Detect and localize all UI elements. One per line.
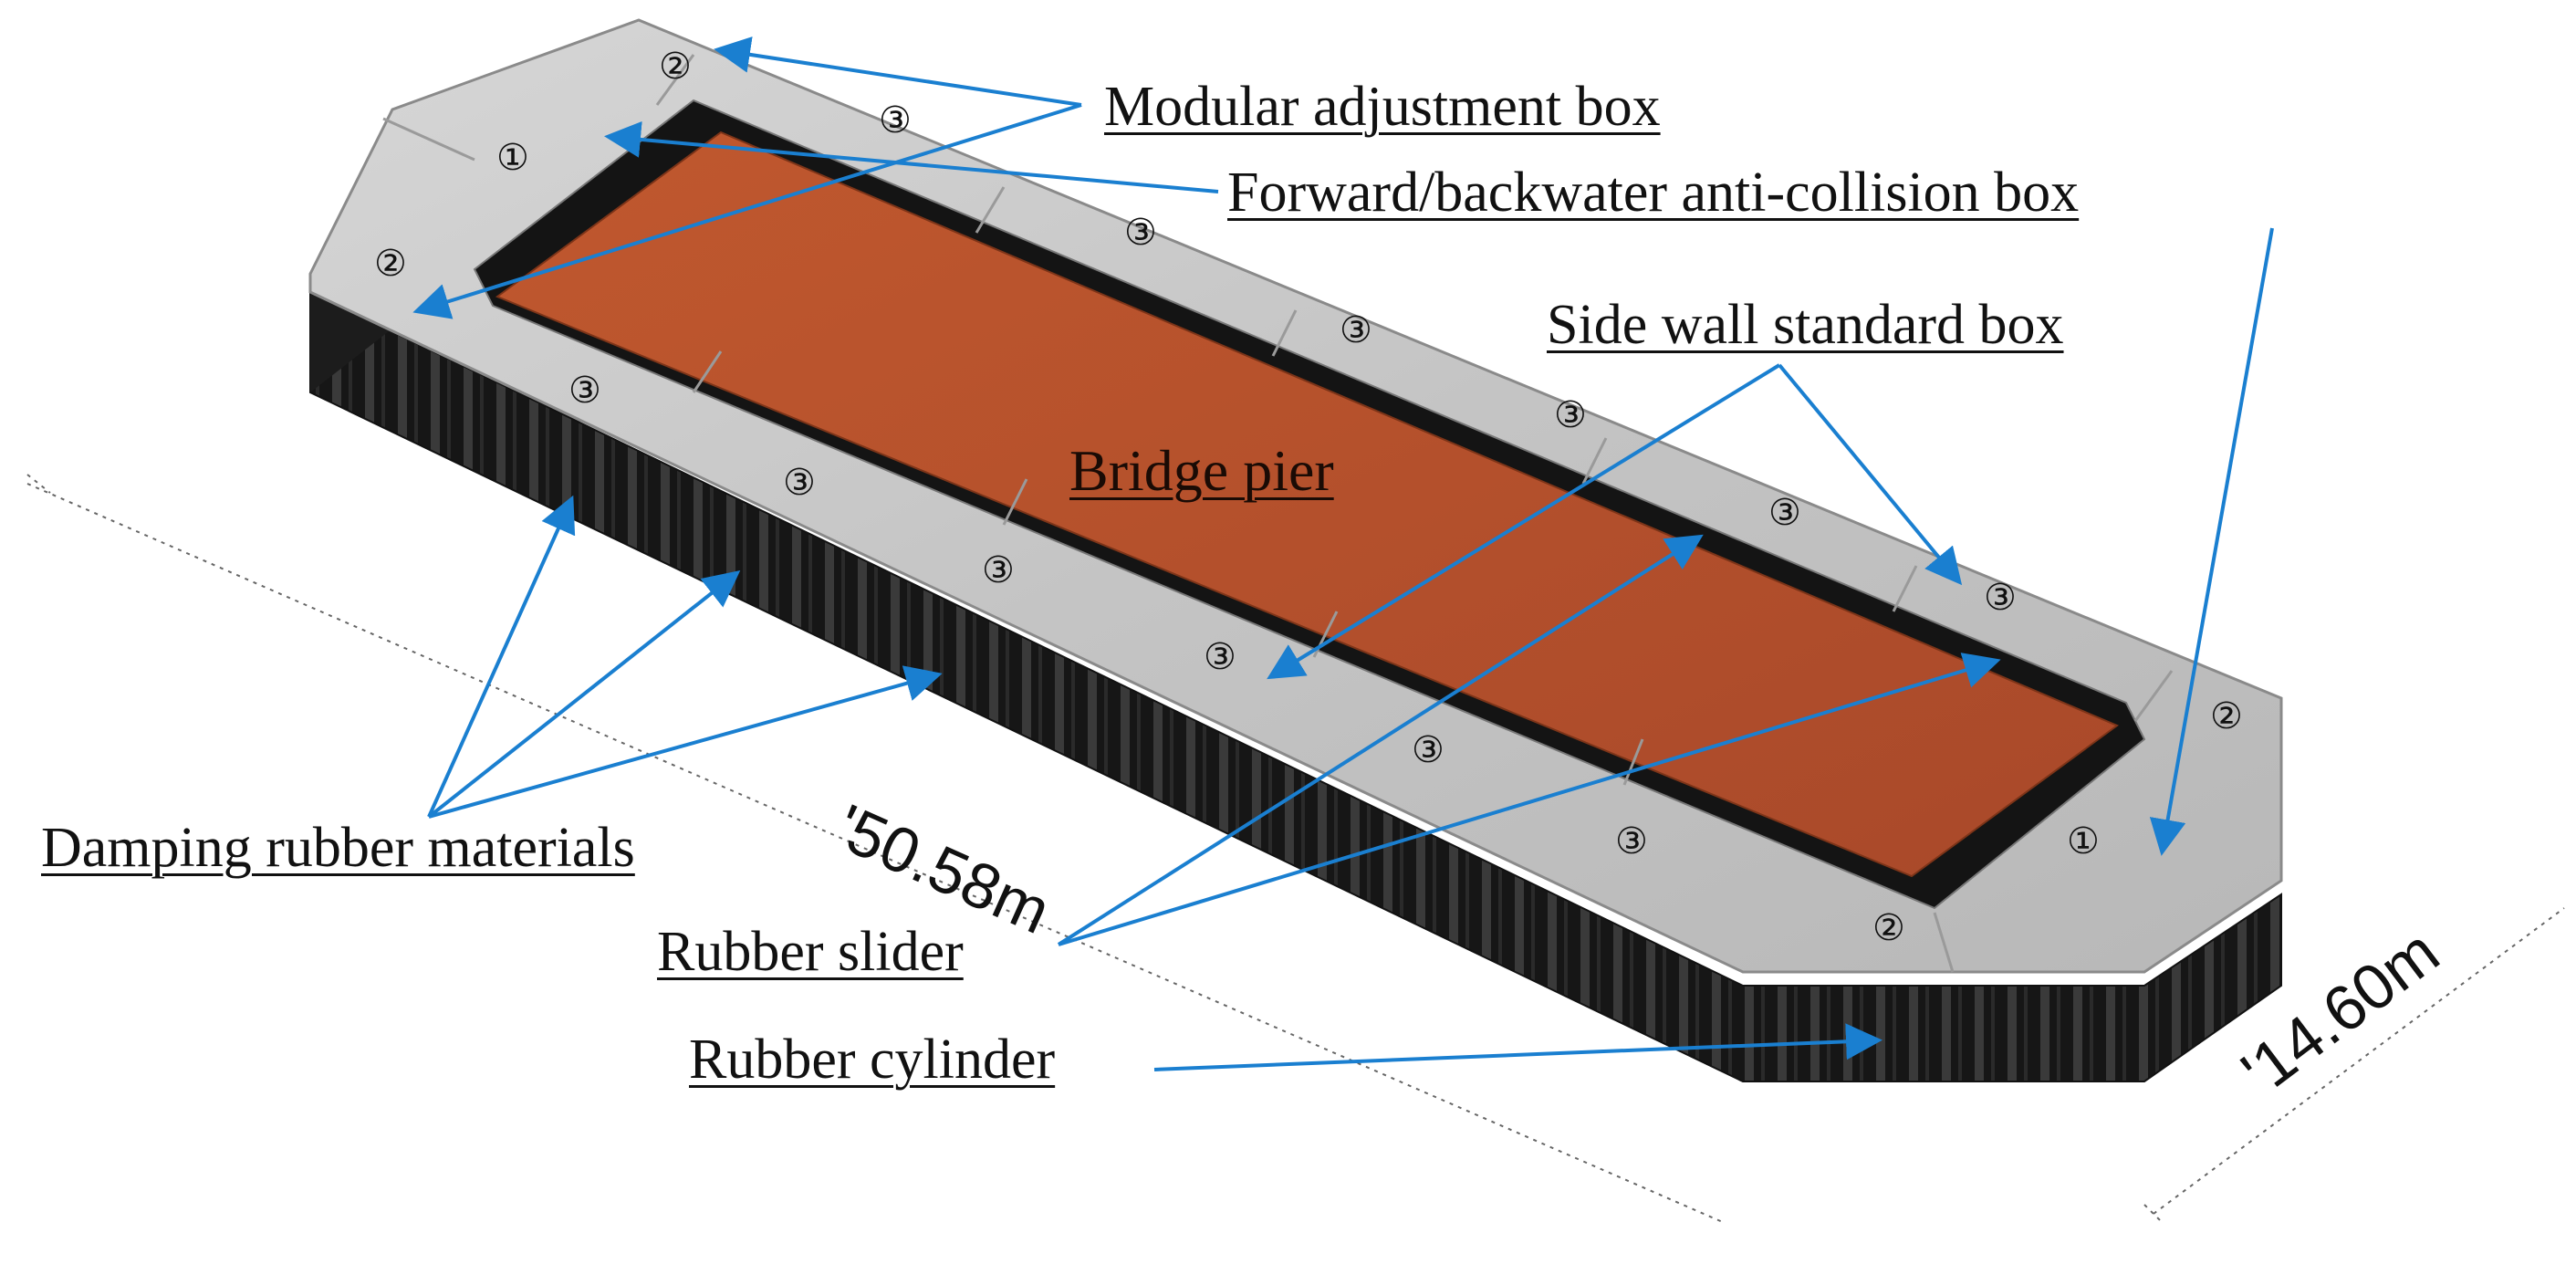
label-bridge-pier: Bridge pier [1069, 438, 1334, 503]
arrow-modular-1 [714, 37, 1082, 107]
marker-type1: ① [2067, 820, 2100, 862]
label-damping-rubber-materials: Damping rubber materials [41, 817, 635, 879]
label-modular-adjustment-box: Modular adjustment box [1104, 76, 1661, 138]
arrow-modular-2 [412, 103, 1082, 319]
bridge-pier-shape [495, 131, 2120, 878]
label-rubber-slider: Rubber slider [657, 921, 964, 983]
marker-type3: ③ [783, 462, 816, 504]
marker-type3: ③ [568, 370, 601, 412]
annotation-arrows [412, 37, 2274, 1071]
arrow-damping-3 [428, 665, 943, 819]
width-dimension-line [2143, 907, 2565, 1224]
marker-type3: ③ [1204, 636, 1236, 678]
arrow-damping-1 [427, 495, 576, 818]
length-dimension-line [26, 474, 1726, 1224]
arrow-slider-1 [1057, 534, 1704, 946]
marker-type3: ③ [1412, 729, 1444, 771]
arrow-slider-2 [1058, 653, 2001, 946]
marker-type2: ② [659, 46, 692, 88]
marker-type3: ③ [1615, 820, 1648, 862]
marker-type1: ① [496, 137, 529, 179]
box-markers: ② ① ② ③ ③ ③ ③ ③ ③ ③ ③ ③ ③ ③ ③ ② ① ② [374, 46, 2243, 949]
arrow-damping-2 [427, 570, 741, 819]
arrow-anticollision-2 [2149, 227, 2274, 856]
marker-type2: ② [2210, 695, 2243, 737]
marker-type3: ③ [1984, 577, 2017, 619]
label-side-wall-standard-box: Side wall standard box [1547, 294, 2064, 356]
marker-type2: ② [1872, 907, 1905, 949]
marker-type2: ② [374, 243, 407, 285]
marker-type3: ③ [1768, 492, 1801, 534]
arrow-anticollision-1 [604, 120, 1219, 193]
label-anti-collision-box: Forward/backwater anti-collision box [1227, 162, 2080, 224]
arrow-sidewall-2 [1778, 363, 1963, 586]
label-rubber-cylinder: Rubber cylinder [689, 1029, 1056, 1091]
arrow-sidewall-1 [1267, 363, 1781, 680]
marker-type3: ③ [1554, 394, 1587, 436]
marker-type3: ③ [1340, 309, 1372, 351]
arrow-cylinder [1153, 1023, 1882, 1071]
marker-type3: ③ [982, 549, 1015, 591]
marker-type3: ③ [1124, 212, 1157, 254]
rubber-cylinder-band [309, 290, 2282, 1082]
marker-type3: ③ [879, 99, 912, 141]
box-joints [382, 54, 2174, 973]
